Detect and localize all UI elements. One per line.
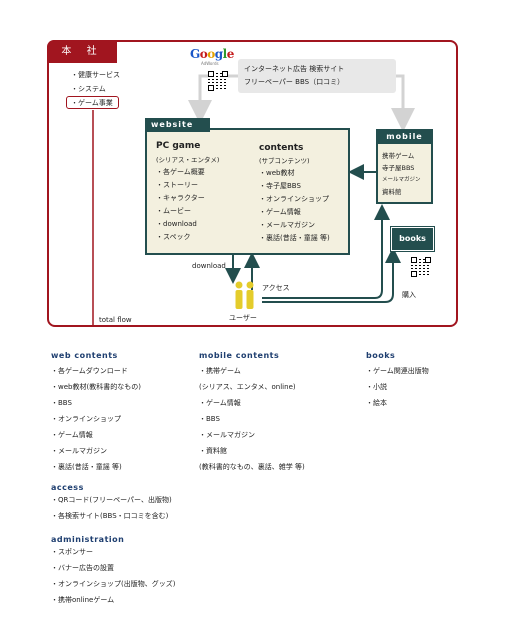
list-item: ・各検索サイト(BBS・口コミを含む)	[51, 512, 169, 520]
list-item: ・QRコード(フリーペーパー、出版物)	[51, 496, 172, 504]
list-item: ・download	[156, 220, 197, 228]
users-icon	[235, 281, 254, 309]
mobile-contents-heading: mobile contents	[199, 351, 280, 360]
list-item: ・携帯onlineゲーム	[51, 596, 115, 604]
web-contents-list: ・各ゲームダウンロード ・web教材(教科書的なもの) ・BBS ・オンラインシ…	[51, 363, 141, 475]
mobile-item: 資料館	[382, 188, 402, 196]
contents-subtitle: (サブコンテンツ)	[259, 157, 310, 165]
total-flow-label: total flow	[99, 316, 132, 324]
pc-game-title: PC game	[156, 141, 201, 151]
list-item: ・メールマガジン	[51, 447, 107, 455]
web-contents-heading: web contents	[51, 351, 118, 360]
list-item: ・メールマガジン	[199, 431, 255, 439]
books-list: ・ゲーム関連出版物 ・小説 ・絵本	[366, 363, 429, 411]
qr-code-icon	[411, 257, 431, 277]
honsha-item-game: ・ゲーム事業	[71, 99, 113, 107]
list-item: ・ゲーム情報	[259, 208, 301, 216]
pc-game-subtitle: (シリアス・エンタメ)	[156, 156, 220, 164]
access-heading: access	[51, 483, 84, 492]
list-item: ・ゲーム関連出版物	[366, 367, 429, 375]
list-item: ・ゲーム情報	[51, 431, 93, 439]
administration-list: ・スポンサー ・バナー広告の設置 ・オンラインショップ(出版物、グッズ) ・携帯…	[51, 544, 175, 608]
access-label: アクセス	[262, 284, 290, 292]
google-logo: Google	[190, 47, 234, 61]
honsha-item-system: ・システム	[71, 85, 106, 93]
list-item: ・資料館	[199, 447, 227, 455]
ad-media-line-2: フリーペーパー BBS（口コミ）	[244, 78, 345, 86]
list-item: ・裏話(昔話・童謡 等)	[51, 463, 122, 471]
arrow-user-to-books	[262, 247, 401, 303]
list-item: ・小説	[366, 383, 387, 391]
google-adwords-label: AdWords	[201, 61, 219, 66]
list-item: ・寺子屋BBS	[259, 182, 301, 190]
list-item: (シリアス、エンタメ、online)	[199, 383, 296, 391]
website-tab: website	[145, 118, 210, 132]
list-item: ・バナー広告の設置	[51, 564, 114, 572]
ad-media-box	[238, 59, 396, 93]
contents-list: ・web教材 ・寺子屋BBS ・オンラインショップ ・ゲーム情報 ・メールマガジ…	[259, 167, 330, 245]
mobile-tab: mobile	[376, 129, 433, 144]
purchase-label: 購入	[402, 291, 416, 299]
user-label: ユーザー	[229, 314, 257, 322]
access-list: ・QRコード(フリーペーパー、出版物) ・各検索サイト(BBS・口コミを含む)	[51, 492, 172, 524]
arrow-user-to-mobile	[262, 204, 390, 299]
pc-game-list: ・各ゲーム概要 ・ストーリー ・キャラクター ・ムービー ・download ・…	[156, 166, 205, 244]
contents-title: contents	[259, 143, 304, 153]
list-item: ・web教材	[259, 169, 295, 177]
mobile-item: メールマガジン	[382, 177, 421, 183]
list-item: ・スペック	[156, 233, 191, 241]
list-item: ・メールマガジン	[259, 221, 315, 229]
list-item: ・オンラインショップ	[259, 195, 329, 203]
honsha-tab: 本 社	[47, 40, 117, 63]
arrow-ad-to-mobile	[391, 74, 415, 132]
list-item: ・ゲーム情報	[199, 399, 241, 407]
list-item: ・web教材(教科書的なもの)	[51, 383, 141, 391]
list-item: ・携帯ゲーム	[199, 367, 241, 375]
list-item: ・キャラクター	[156, 194, 205, 202]
list-item: ・絵本	[366, 399, 387, 407]
books-heading: books	[366, 351, 396, 360]
mobile-item: 携帯ゲーム	[382, 152, 415, 160]
list-item: ・裏話(昔話・童謡 等)	[259, 234, 330, 242]
list-item: ・オンラインショップ(出版物、グッズ)	[51, 580, 176, 588]
list-item: ・ストーリー	[156, 181, 198, 189]
list-item: ・オンラインショップ	[51, 415, 121, 423]
books-box: books	[390, 226, 435, 252]
website-box	[145, 128, 350, 255]
list-item: ・BBS	[199, 415, 220, 423]
game-business-highlight	[66, 96, 119, 109]
mobile-contents-list: ・携帯ゲーム (シリアス、エンタメ、online) ・ゲーム情報 ・BBS ・メ…	[199, 363, 305, 475]
list-item: ・ムービー	[156, 207, 191, 215]
mobile-item: 寺子屋BBS	[382, 164, 415, 172]
download-label: download	[192, 262, 226, 270]
qr-code-icon	[208, 71, 228, 91]
company-frame	[47, 40, 458, 327]
list-item: ・各ゲーム概要	[156, 168, 205, 176]
honsha-item-health: ・健康サービス	[71, 71, 120, 79]
administration-heading: administration	[51, 535, 125, 544]
ad-media-line-1: インターネット広告 検索サイト	[244, 65, 345, 73]
list-item: ・各ゲームダウンロード	[51, 367, 128, 375]
list-item: ・スポンサー	[51, 548, 93, 556]
list-item: ・BBS	[51, 399, 72, 407]
list-item: (教科書的なもの、裏話、雑学 等)	[199, 463, 305, 471]
